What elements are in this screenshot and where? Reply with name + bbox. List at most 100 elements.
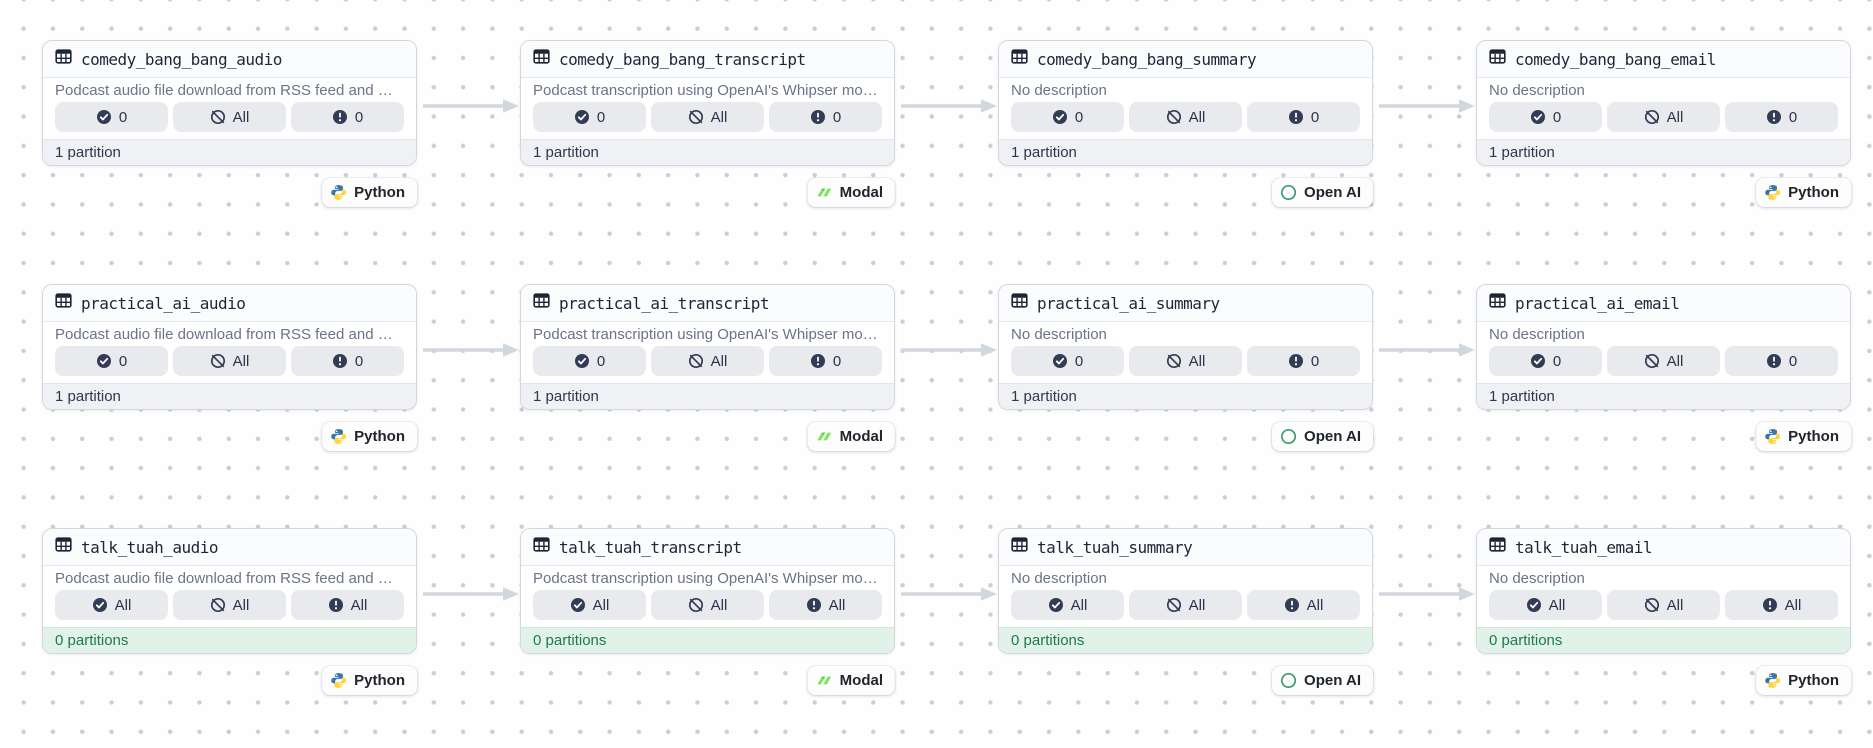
asset-card-header: talk_tuah_summary (999, 529, 1372, 566)
table-icon (1011, 292, 1028, 314)
check-circle-icon (1530, 109, 1546, 125)
asset-card[interactable]: comedy_bang_bang_transcript Podcast tran… (520, 40, 895, 166)
alert-circle-icon (1766, 353, 1782, 369)
missing-count-badge[interactable]: All (651, 590, 764, 621)
compute-kind-tag[interactable]: Modal (807, 422, 895, 451)
alert-circle-icon (1284, 597, 1300, 613)
missing-count-badge[interactable]: All (651, 102, 764, 133)
compute-kind-tag[interactable]: Python (1756, 178, 1851, 207)
materialized-count-badge[interactable]: All (533, 590, 646, 621)
missing-count-badge[interactable]: All (651, 346, 764, 377)
check-circle-icon (96, 109, 112, 125)
failed-count-badge[interactable]: All (291, 590, 404, 621)
asset-card[interactable]: comedy_bang_bang_summary No description … (998, 40, 1373, 166)
asset-card[interactable]: talk_tuah_summary No description All (998, 528, 1373, 654)
asset-card-header: talk_tuah_transcript (521, 529, 894, 566)
edge-arrow (1379, 587, 1475, 601)
missing-count-badge[interactable]: All (173, 346, 286, 377)
modal-icon (816, 428, 833, 445)
status-badge-row: All All All (521, 586, 894, 627)
failed-count-badge[interactable]: 0 (769, 102, 882, 133)
failed-count-badge[interactable]: 0 (291, 102, 404, 133)
compute-kind-tag[interactable]: Open AI (1272, 178, 1373, 207)
asset-card-header: comedy_bang_bang_transcript (521, 41, 894, 78)
missing-count: All (1666, 108, 1684, 126)
materialized-count-badge[interactable]: 0 (1011, 346, 1124, 377)
materialized-count-badge[interactable]: All (55, 590, 168, 621)
materialized-count: 0 (1074, 352, 1084, 370)
materialized-count-badge[interactable]: 0 (1489, 346, 1602, 377)
asset-card[interactable]: talk_tuah_audio Podcast audio file downl… (42, 528, 417, 654)
asset-description: Podcast audio file download from RSS fee… (55, 82, 393, 99)
failed-count-badge[interactable]: 0 (1725, 346, 1838, 377)
compute-kind-tag[interactable]: Open AI (1272, 422, 1373, 451)
asset-card[interactable]: comedy_bang_bang_email No description 0 (1476, 40, 1851, 166)
alert-circle-icon (332, 353, 348, 369)
compute-kind-label: Python (1788, 184, 1839, 201)
partitions-footer: 1 partition (1477, 383, 1850, 409)
edge-arrow (1379, 99, 1475, 113)
compute-kind-tag[interactable]: Modal (807, 178, 895, 207)
asset-card[interactable]: talk_tuah_email No description All (1476, 528, 1851, 654)
missing-count-badge[interactable]: All (1607, 590, 1720, 621)
asset-card[interactable]: talk_tuah_transcript Podcast transcripti… (520, 528, 895, 654)
materialized-count-badge[interactable]: All (1489, 590, 1602, 621)
compute-kind-tag[interactable]: Python (322, 666, 417, 695)
failed-count-badge[interactable]: All (1725, 590, 1838, 621)
missing-count: All (1666, 596, 1684, 614)
missing-count-badge[interactable]: All (173, 590, 286, 621)
materialized-count-badge[interactable]: All (1011, 590, 1124, 621)
compute-kind-tag[interactable]: Python (1756, 422, 1851, 451)
missing-count-badge[interactable]: All (173, 102, 286, 133)
materialized-count-badge[interactable]: 0 (55, 346, 168, 377)
table-icon (1011, 48, 1028, 70)
materialized-count-badge[interactable]: 0 (1489, 102, 1602, 133)
asset-title: comedy_bang_bang_transcript (559, 49, 806, 69)
slash-circle-icon (1166, 353, 1182, 369)
python-icon (1764, 672, 1781, 689)
asset-card[interactable]: practical_ai_transcript Podcast transcri… (520, 284, 895, 410)
missing-count-badge[interactable]: All (1129, 590, 1242, 621)
slash-circle-icon (688, 597, 704, 613)
compute-kind-tag[interactable]: Python (1756, 666, 1851, 695)
materialized-count: 0 (596, 352, 606, 370)
missing-count-badge[interactable]: All (1607, 102, 1720, 133)
compute-kind-label: Python (354, 184, 405, 201)
materialized-count-badge[interactable]: 0 (533, 102, 646, 133)
failed-count-badge[interactable]: 0 (769, 346, 882, 377)
missing-count-badge[interactable]: All (1129, 346, 1242, 377)
materialized-count-badge[interactable]: 0 (55, 102, 168, 133)
failed-count-badge[interactable]: All (1247, 590, 1360, 621)
missing-count: All (232, 108, 250, 126)
compute-kind-tag[interactable]: Modal (807, 666, 895, 695)
asset-card[interactable]: practical_ai_email No description 0 (1476, 284, 1851, 410)
asset-card-header: practical_ai_audio (43, 285, 416, 322)
failed-count-badge[interactable]: 0 (1247, 102, 1360, 133)
partitions-footer: 1 partition (999, 139, 1372, 165)
alert-circle-icon (1288, 353, 1304, 369)
failed-count-badge[interactable]: 0 (291, 346, 404, 377)
asset-title: comedy_bang_bang_audio (81, 49, 282, 69)
asset-card[interactable]: practical_ai_summary No description 0 (998, 284, 1373, 410)
compute-kind-tag[interactable]: Open AI (1272, 666, 1373, 695)
failed-count-badge[interactable]: 0 (1247, 346, 1360, 377)
materialized-count: 0 (1552, 352, 1562, 370)
asset-card[interactable]: comedy_bang_bang_audio Podcast audio fil… (42, 40, 417, 166)
materialized-count-badge[interactable]: 0 (533, 346, 646, 377)
alert-circle-icon (810, 109, 826, 125)
failed-count-badge[interactable]: 0 (1725, 102, 1838, 133)
missing-count-badge[interactable]: All (1607, 346, 1720, 377)
materialized-count-badge[interactable]: 0 (1011, 102, 1124, 133)
asset-card[interactable]: practical_ai_audio Podcast audio file do… (42, 284, 417, 410)
status-badge-row: 0 All 0 (521, 342, 894, 383)
status-badge-row: All All All (999, 586, 1372, 627)
asset-title: practical_ai_transcript (559, 293, 770, 313)
failed-count-badge[interactable]: All (769, 590, 882, 621)
missing-count-badge[interactable]: All (1129, 102, 1242, 133)
partitions-footer: 1 partition (999, 383, 1372, 409)
compute-kind-tag[interactable]: Python (322, 178, 417, 207)
asset-title: practical_ai_summary (1037, 293, 1220, 313)
compute-kind-tag[interactable]: Python (322, 422, 417, 451)
asset-card-header: talk_tuah_email (1477, 529, 1850, 566)
